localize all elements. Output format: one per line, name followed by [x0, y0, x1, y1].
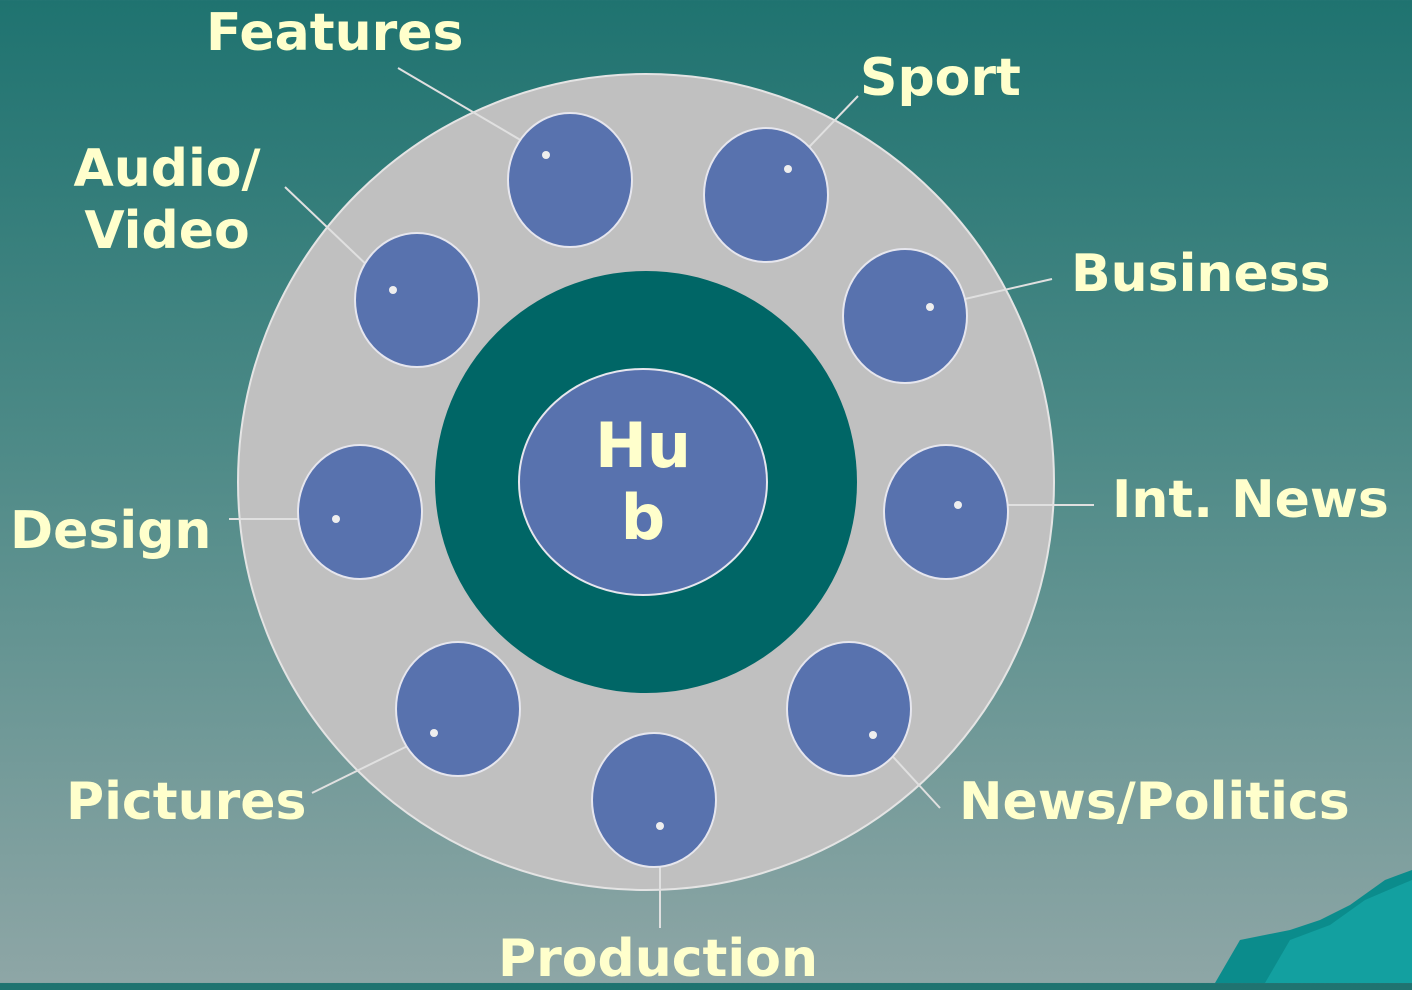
node-production[interactable]	[591, 732, 717, 868]
label-audio-video-line1: Audio/	[73, 139, 261, 199]
node-int-news[interactable]	[883, 444, 1009, 580]
dot-features	[542, 151, 550, 159]
node-sport[interactable]	[703, 127, 829, 263]
hub-node[interactable]	[518, 368, 768, 596]
dot-production	[656, 822, 664, 830]
dot-business	[926, 303, 934, 311]
node-news-politics[interactable]	[786, 641, 912, 777]
label-pictures: Pictures	[66, 772, 307, 832]
hub-label-line2: b	[620, 481, 666, 554]
label-int-news: Int. News	[1112, 470, 1389, 530]
label-design: Design	[10, 501, 212, 561]
node-features[interactable]	[507, 112, 633, 248]
label-sport: Sport	[860, 48, 1021, 108]
label-features: Features	[206, 3, 464, 63]
node-business[interactable]	[842, 248, 968, 384]
label-audio-video-line2: Video	[84, 201, 250, 261]
dot-news-politics	[869, 731, 877, 739]
label-business: Business	[1071, 244, 1331, 304]
dot-pictures	[430, 729, 438, 737]
label-news-politics: News/Politics	[959, 772, 1350, 832]
label-production: Production	[498, 929, 818, 989]
hub-label: Hu b	[519, 410, 767, 554]
dot-int-news	[954, 501, 962, 509]
dot-sport	[784, 165, 792, 173]
corner-wave-decoration	[1215, 870, 1412, 983]
node-design[interactable]	[297, 444, 423, 580]
node-pictures[interactable]	[395, 641, 521, 777]
hub-label-line1: Hu	[594, 409, 692, 482]
node-audio-video[interactable]	[354, 232, 480, 368]
dot-audio-video	[389, 286, 397, 294]
label-audio-video: Audio/ Video	[64, 138, 270, 262]
dot-design	[332, 515, 340, 523]
